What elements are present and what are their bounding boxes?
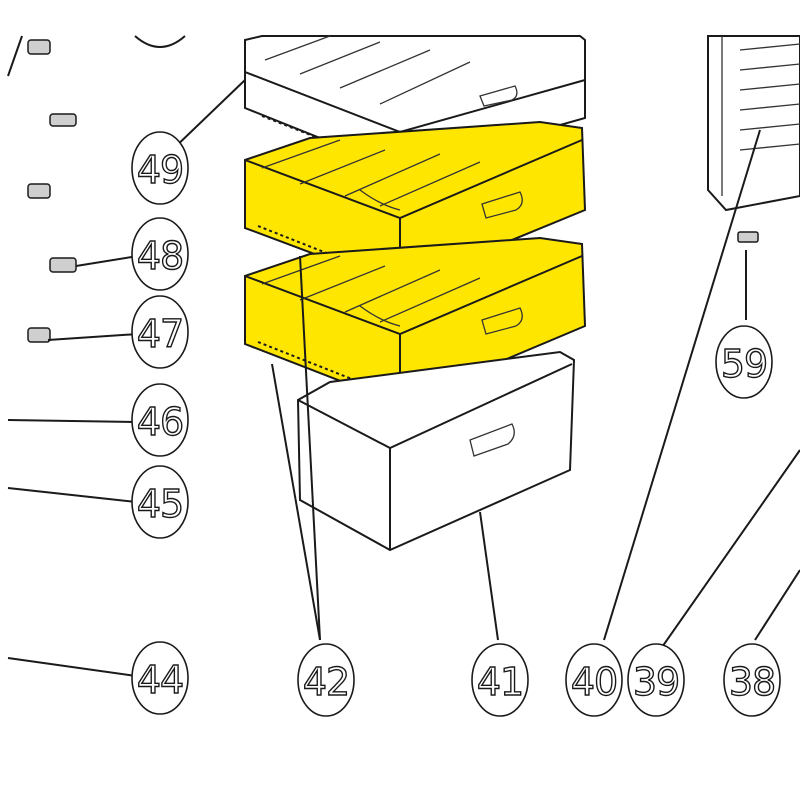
drawer-yellow-upper[interactable] [244,120,587,288]
callout-48[interactable]: 48 [131,217,189,291]
drawer-yellow-lower-body [244,236,587,406]
callout-label: 38 [729,660,775,704]
callout-circle [131,465,189,539]
callout-circle [627,643,685,717]
callout-label: 49 [137,148,183,192]
callout-circle [131,295,189,369]
drawer-bottom-white[interactable] [296,350,576,552]
callout-label: 46 [137,400,183,444]
callout-circle [131,217,189,291]
callout-44[interactable]: 44 [131,641,189,715]
callout-circle [723,643,781,717]
callout-circle [471,643,529,717]
callout-label: 42 [303,660,349,704]
callout-circle [715,325,773,399]
callout-39[interactable]: 39 [627,643,685,717]
callout-42[interactable]: 42 [297,643,355,717]
partial-callout-top [134,35,186,48]
callout-47[interactable]: 47 [131,295,189,369]
callout-label: 44 [137,658,183,702]
callout-49[interactable]: 49 [131,131,189,205]
callout-label: 47 [137,312,183,356]
callout-41[interactable]: 41 [471,643,529,717]
callout-38[interactable]: 38 [723,643,781,717]
callout-label: 59 [721,342,767,386]
drawer-yellow-upper-body [244,120,587,288]
clip-icon [27,39,759,343]
leader-lines [7,35,800,677]
callout-label: 45 [137,482,183,526]
callout-45[interactable]: 45 [131,465,189,539]
callouts: 49 48 47 46 45 44 42 41 40 39 38 59 [131,131,781,717]
callout-circle [131,131,189,205]
callout-circle [131,383,189,457]
callout-circle [565,643,623,717]
callout-40[interactable]: 40 [565,643,623,717]
callout-circle [131,641,189,715]
callout-46[interactable]: 46 [131,383,189,457]
callout-label: 48 [137,234,183,278]
callout-circle [297,643,355,717]
callout-label: 40 [571,660,617,704]
callout-59[interactable]: 59 [715,325,773,399]
door-shelf-right [707,35,800,212]
callout-label: 39 [633,660,679,704]
callout-label: 41 [477,660,523,704]
